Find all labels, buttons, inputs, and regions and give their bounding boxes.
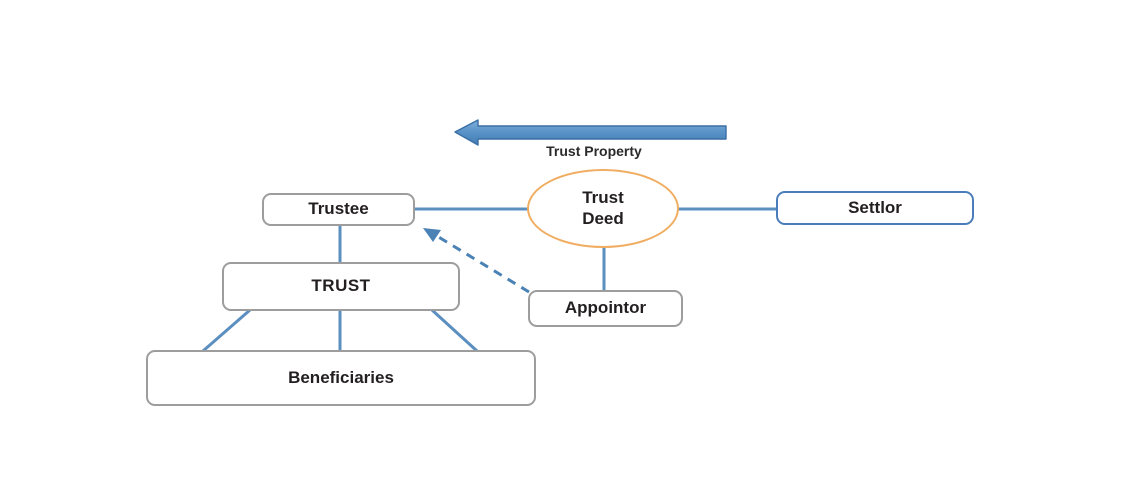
connector-trust-beneficiaries-left <box>202 308 251 353</box>
node-trustee-label: Trustee <box>308 199 369 219</box>
node-appointor-label: Appointor <box>564 298 647 318</box>
node-settlor[interactable]: Settlor <box>776 191 974 225</box>
node-trust-deed[interactable]: Trust Deed <box>527 169 679 248</box>
node-trust-deed-label-line2: Deed <box>582 208 624 228</box>
dashed-arrowhead <box>423 228 441 242</box>
connector-trust-beneficiaries-right <box>430 308 479 353</box>
node-beneficiaries[interactable]: Beneficiaries <box>146 350 536 406</box>
trust-property-arrow <box>454 119 727 146</box>
connector-appointor-trustee-dashed <box>431 231 530 294</box>
node-trust-deed-label-line1: Trust <box>582 188 624 208</box>
node-settlor-label: Settlor <box>848 197 902 217</box>
node-beneficiaries-label: Beneficiaries <box>288 367 394 387</box>
node-trust-label: TRUST <box>311 276 371 296</box>
trust-property-label: Trust Property <box>546 143 642 159</box>
node-appointor[interactable]: Appointor <box>528 290 683 327</box>
node-trust[interactable]: TRUST <box>222 262 460 311</box>
node-trustee[interactable]: Trustee <box>262 193 415 226</box>
